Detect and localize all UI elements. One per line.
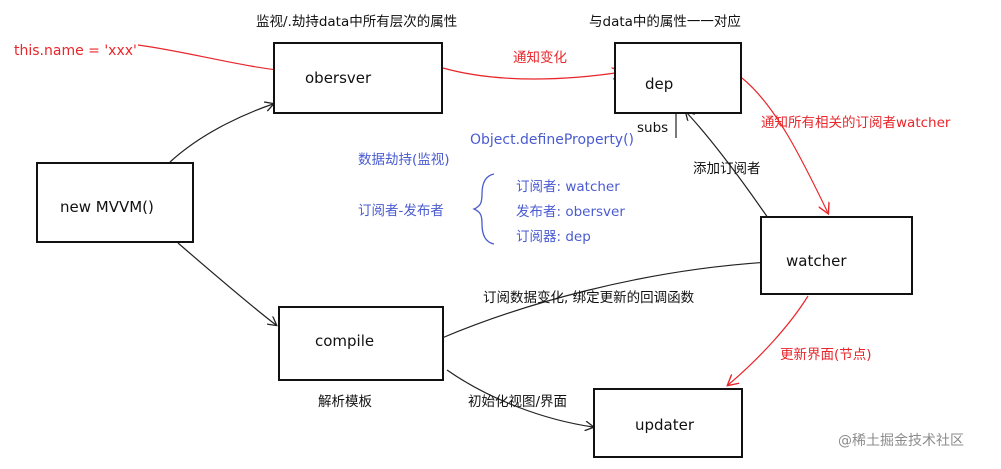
- observer-node: obersver: [273, 42, 443, 114]
- arrow-compile-to-watcher: [441, 262, 770, 339]
- arrow-mvvm-to-compile: [177, 242, 276, 325]
- data-hijack-label: 数据劫持(监视): [358, 152, 450, 168]
- dep-caption: 与data中的属性一一对应: [589, 14, 741, 30]
- publisher-label: 发布者: obersver: [516, 204, 625, 220]
- observe-caption: 监视/.劫持data中所有层次的属性: [256, 14, 458, 30]
- subscriber-label: 订阅者: watcher: [516, 179, 620, 195]
- brace: [472, 173, 495, 245]
- watcher-label: watcher: [786, 252, 847, 270]
- arrow-compile-to-updater: [446, 369, 593, 427]
- notify-change-label: 通知变化: [513, 50, 567, 66]
- parse-template-label: 解析模板: [318, 394, 372, 410]
- init-view-label: 初始化视图/界面: [468, 394, 568, 410]
- subscriber-mgr-label: 订阅器: dep: [516, 229, 591, 245]
- subscribe-change-label: 订阅数据变化, 绑定更新的回调函数: [483, 290, 695, 306]
- updater-label: updater: [635, 416, 695, 434]
- mvvm-label: new MVVM(): [60, 198, 154, 216]
- dep-label: dep: [645, 75, 674, 93]
- this-name-label: this.name = 'xxx': [14, 43, 137, 59]
- watcher-node: watcher: [760, 216, 913, 295]
- subs-label: subs: [637, 120, 669, 136]
- arrow-watcher-to-updater: [728, 295, 809, 385]
- compile-node: compile: [278, 306, 444, 381]
- dep-node: dep: [614, 42, 742, 114]
- compile-label: compile: [315, 332, 375, 350]
- arrow-watcher-to-dep: [686, 112, 769, 219]
- update-view-label: 更新界面(节点): [780, 347, 872, 363]
- observer-label: obersver: [305, 69, 372, 87]
- add-subscriber-label: 添加订阅者: [693, 161, 761, 177]
- notify-all-label: 通知所有相关的订阅者watcher: [761, 115, 951, 131]
- updater-node: updater: [593, 388, 743, 458]
- arrow-mvvm-to-observer: [169, 104, 273, 163]
- mvvm-node: new MVVM(): [36, 162, 194, 243]
- define-property-label: Object.defineProperty(): [470, 132, 635, 148]
- arrow-dep-to-watcher: [741, 77, 828, 213]
- pubsub-label: 订阅者-发布者: [358, 203, 444, 219]
- arrow-observer-to-dep: [442, 68, 622, 80]
- watermark: @稀土掘金技术社区: [838, 433, 964, 449]
